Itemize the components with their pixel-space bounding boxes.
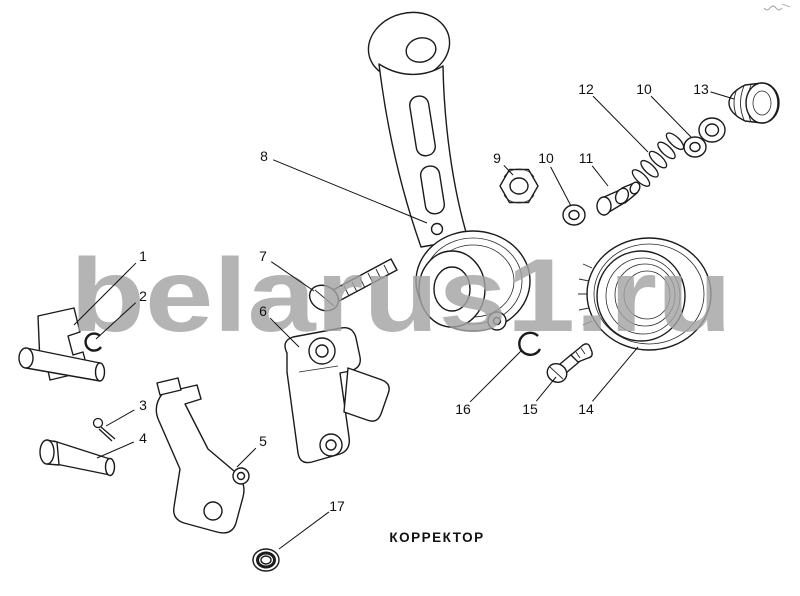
part-14-cap-nut <box>578 237 712 351</box>
part-label-2: 2 <box>139 288 147 304</box>
part-label-15: 15 <box>522 401 538 417</box>
part-label-1: 1 <box>139 248 147 264</box>
part-10-washer-a <box>562 204 586 226</box>
part-label-4: 4 <box>139 430 147 446</box>
leader-line-10b <box>650 95 692 138</box>
part-label-11: 11 <box>579 150 594 166</box>
part-label-9: 9 <box>493 150 501 166</box>
leader-line-8 <box>273 159 428 224</box>
leader-line-6 <box>269 317 300 348</box>
corner-scribble <box>763 3 791 11</box>
part-7-adjusting-screw <box>308 258 398 312</box>
part-label-12: 12 <box>578 81 594 97</box>
part-6-bracket <box>284 327 390 464</box>
part-4-clevis-pin <box>39 439 116 477</box>
part-10-washer-b <box>683 117 726 158</box>
part-17-washer <box>252 548 280 572</box>
part-label-6: 6 <box>259 303 267 319</box>
part-8-lever-arm <box>367 11 531 332</box>
part-label-13: 13 <box>693 81 709 97</box>
part-label-10a: 10 <box>538 150 554 166</box>
leader-line-4 <box>96 441 135 459</box>
leader-line-7 <box>270 261 315 292</box>
leader-line-17 <box>278 511 330 550</box>
leader-line-12 <box>592 95 649 153</box>
leader-line-15 <box>535 376 557 402</box>
leader-line-3 <box>105 409 135 427</box>
leader-line-14 <box>592 346 639 402</box>
leader-line-16 <box>469 350 522 403</box>
part-label-17: 17 <box>329 498 345 514</box>
part-label-7: 7 <box>259 248 267 264</box>
diagram-caption: КОРРЕКТОР <box>389 530 484 545</box>
part-9-hex-nut <box>499 168 539 204</box>
part-12-spring <box>631 132 685 187</box>
part-13-threaded-plug <box>728 82 780 124</box>
part-label-5: 5 <box>259 433 267 449</box>
part-label-10b: 10 <box>636 81 652 97</box>
part-15-screw <box>546 343 593 383</box>
leader-line-11 <box>591 165 609 187</box>
part-3-cotter-pin <box>92 417 116 442</box>
watermark: belarus1.ru <box>70 238 732 354</box>
part-label-16: 16 <box>455 401 471 417</box>
clamp-pin <box>18 347 106 382</box>
leader-line-1 <box>73 262 137 326</box>
part-11-bolt <box>596 181 641 216</box>
parts-layer <box>18 3 791 572</box>
leader-line-2 <box>95 302 136 340</box>
leader-line-5 <box>236 447 257 468</box>
leader-line-10a <box>550 166 572 207</box>
part-5-lever-bracket <box>155 377 250 534</box>
part-2-snap-ring <box>84 332 102 352</box>
part-label-8: 8 <box>260 148 268 164</box>
leader-line-13 <box>710 91 735 100</box>
part-16-snap-ring <box>518 331 542 357</box>
part-label-3: 3 <box>139 397 147 413</box>
leader-line-9 <box>503 164 514 176</box>
part-label-14: 14 <box>578 401 594 417</box>
